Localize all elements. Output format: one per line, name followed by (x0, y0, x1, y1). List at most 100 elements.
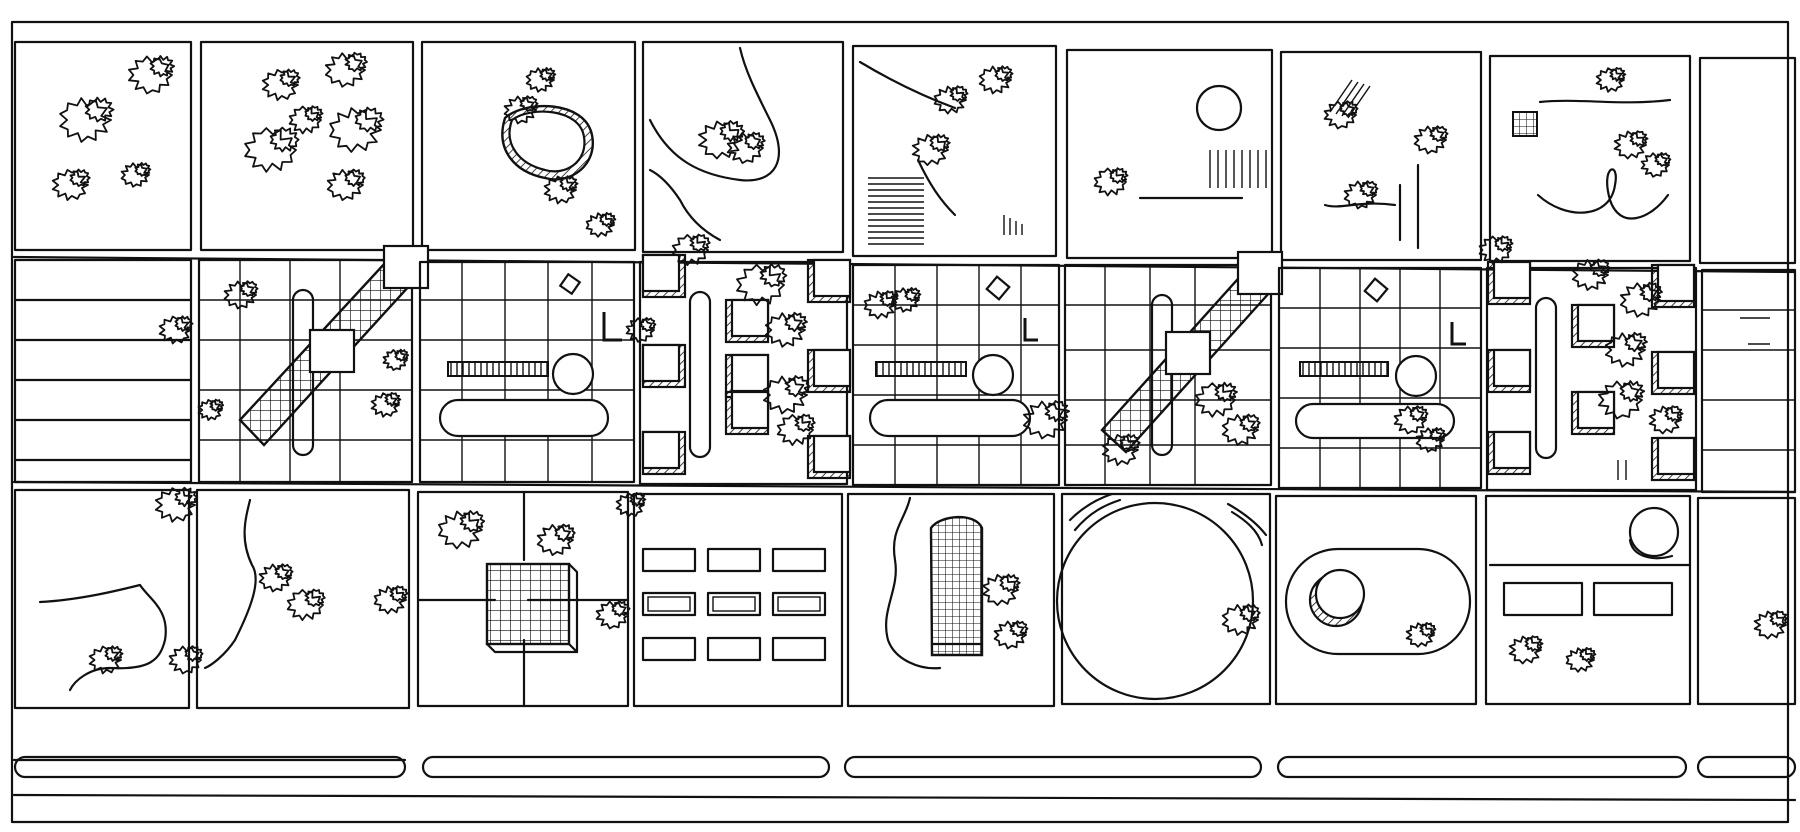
boulevard-median (421, 755, 831, 779)
pool-oval (1534, 296, 1558, 460)
tree-cluster (784, 311, 808, 333)
tree-cluster (1221, 414, 1259, 446)
tree-cluster (1409, 405, 1429, 422)
pool-oval (688, 290, 712, 459)
tree-clusters (51, 51, 1789, 675)
long-oval-building (438, 398, 610, 438)
striped-terrace (868, 177, 924, 245)
north-park-cell (1488, 54, 1692, 263)
tree-cluster (174, 486, 198, 508)
tree-cluster (1609, 67, 1627, 82)
tree-cluster (209, 398, 225, 412)
tree-cluster (394, 348, 410, 362)
north-park-cell-edge (1698, 56, 1797, 265)
tree-cluster (784, 375, 811, 398)
boulevard-median (843, 755, 1263, 779)
tree-cluster (1393, 405, 1427, 435)
round-building (1394, 354, 1438, 398)
tree-cluster (326, 169, 364, 201)
tree-cluster (503, 95, 537, 125)
row-building (1299, 361, 1389, 377)
tree-cluster (120, 162, 150, 188)
tree-cluster (611, 600, 631, 617)
strip-cell-edge (1700, 268, 1797, 494)
strip-cell (13, 258, 193, 484)
row-building (447, 361, 549, 377)
tree-cluster (258, 563, 292, 593)
tree-cluster (1664, 405, 1684, 422)
tree-cluster (1524, 635, 1544, 652)
tree-cluster (1194, 382, 1236, 418)
grid-cube-building (485, 562, 571, 646)
tree-cluster (174, 315, 194, 332)
tree-cluster (279, 68, 301, 87)
tower-mid-cube (308, 328, 356, 374)
tree-cluster (629, 492, 647, 507)
diagonal-stripes (1329, 79, 1371, 119)
tree-cluster (1239, 413, 1261, 432)
long-oval-building (868, 398, 1032, 438)
boulevard-edge (12, 793, 1797, 802)
stadium (1055, 501, 1255, 701)
park-path (858, 60, 957, 110)
tree-cluster (978, 65, 1012, 95)
tree-cluster (536, 524, 574, 556)
tree-cluster (304, 105, 324, 122)
tree-cluster (911, 134, 949, 166)
tree-cluster (1323, 100, 1357, 130)
tree-cluster (223, 280, 257, 310)
pavilion-block (641, 591, 697, 617)
tree-cluster (158, 315, 192, 345)
tower-mid-cube (1164, 330, 1212, 376)
park-path (648, 168, 722, 242)
row-building (875, 361, 967, 377)
park-path (648, 46, 780, 182)
south-park-cell (846, 492, 1056, 708)
south-park-cell-edge (1696, 496, 1797, 706)
tree-cluster (304, 588, 326, 607)
small-stripes (1003, 215, 1023, 235)
tree-cluster (949, 85, 969, 102)
tree-cluster (239, 280, 259, 297)
tree-cluster (539, 67, 557, 82)
round-pavilion (1195, 84, 1243, 132)
tree-cluster (1640, 152, 1670, 178)
tree-cluster (1494, 235, 1514, 252)
tree-cluster (134, 162, 152, 177)
pavilion-block (641, 636, 697, 662)
tree-cluster (1009, 620, 1029, 637)
tree-cluster (794, 413, 816, 432)
l-building (1450, 322, 1466, 346)
tree-cluster (384, 392, 402, 407)
tree-cluster (689, 233, 711, 252)
tree-cluster (890, 287, 920, 313)
tree-cluster (51, 169, 89, 201)
l-building (602, 312, 622, 342)
tree-cluster (525, 67, 555, 93)
stadium-arc (1073, 498, 1122, 532)
tree-cluster (244, 127, 297, 173)
small-pavilion (985, 275, 1011, 301)
tree-cluster (559, 175, 579, 192)
tree-cluster (1419, 622, 1437, 637)
tree-cluster (999, 573, 1021, 592)
north-park-cell (199, 40, 415, 252)
north-park-cell (1279, 50, 1483, 262)
tree-cluster (639, 317, 657, 332)
tree-cluster (759, 263, 788, 288)
tree-cluster (698, 120, 743, 160)
boulevard-median (1276, 755, 1688, 779)
tree-cluster (1769, 610, 1789, 627)
tree-cluster (1339, 100, 1359, 117)
boulevard-median (13, 755, 407, 779)
tree-cluster (88, 645, 122, 675)
pavilion-block (1592, 581, 1674, 617)
long-oval-building (1294, 402, 1456, 440)
north-park-cell (641, 40, 845, 254)
tree-cluster (269, 126, 300, 153)
tree-cluster (1629, 130, 1649, 147)
north-park-cell (420, 40, 637, 252)
tree-cluster (1429, 427, 1447, 442)
grid-cell (1277, 266, 1483, 490)
